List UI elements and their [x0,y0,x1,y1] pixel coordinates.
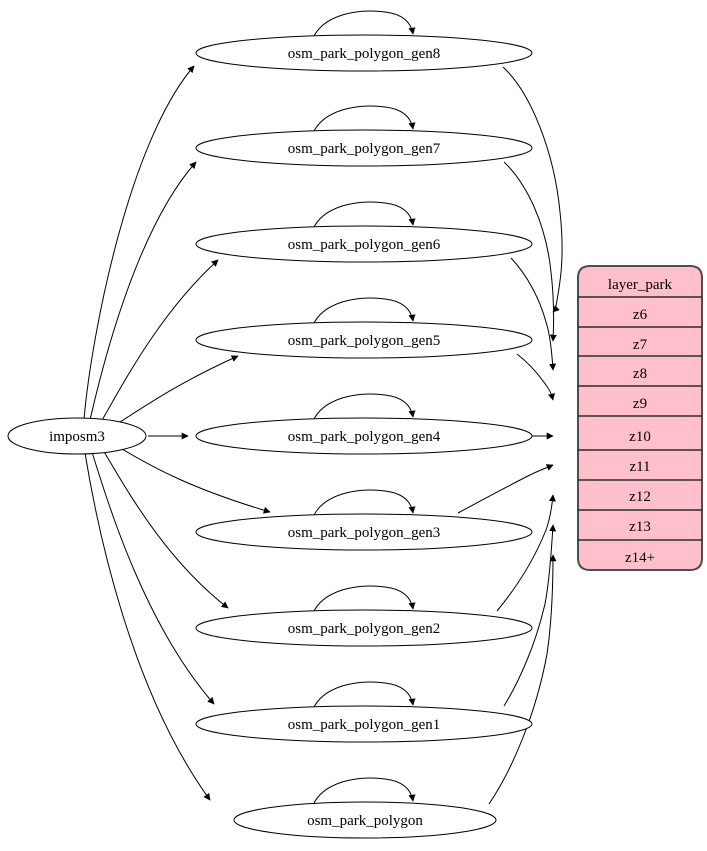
node-base[interactable]: osm_park_polygon [233,801,497,839]
layer-park-row-z8[interactable]: z8 [633,366,647,382]
edge-imposm3-to-gen1 [91,451,215,705]
node-gen3-label: osm_park_polygon_gen3 [288,525,440,541]
edge-imposm3-to-gen2 [102,449,229,609]
edge-gen6-to-z8 [510,257,557,371]
self-loops [312,10,416,806]
self-loop-gen7 [312,105,416,134]
layer-park-row-z7[interactable]: z7 [633,337,648,353]
self-loop-gen2 [312,585,416,614]
layer-park-row-z10[interactable]: z10 [629,429,651,445]
node-gen7[interactable]: osm_park_polygon_gen7 [195,129,533,167]
layer-park-row-z11[interactable]: z11 [629,459,650,475]
node-gen4-label: osm_park_polygon_gen4 [288,429,441,445]
layer-park-header-label: layer_park [608,277,673,293]
self-loop-gen1 [312,681,416,710]
node-base-label: osm_park_polygon [307,813,423,829]
self-loop-gen8 [312,10,416,39]
node-gen2-label: osm_park_polygon_gen2 [288,621,440,637]
self-loop-gen3 [312,489,416,518]
edges-from-imposm3 [83,65,271,801]
node-gen6[interactable]: osm_park_polygon_gen6 [195,225,533,263]
node-gen8-label: osm_park_polygon_gen8 [288,46,440,62]
node-gen3[interactable]: osm_park_polygon_gen3 [195,513,533,551]
node-gen8[interactable]: osm_park_polygon_gen8 [195,34,533,72]
node-gen5[interactable]: osm_park_polygon_gen5 [195,321,533,359]
self-loop-gen5 [312,297,416,326]
edge-gen7-to-z7 [503,161,557,342]
edge-imposm3-to-gen7 [89,161,197,421]
edge-imposm3-to-base [84,452,211,801]
node-gen6-label: osm_park_polygon_gen6 [288,237,441,253]
edge-imposm3-to-gen3 [121,448,271,514]
node-gen4[interactable]: osm_park_polygon_gen4 [195,417,533,455]
layer-park-row-z14plus[interactable]: z14+ [625,550,655,566]
node-gen1-label: osm_park_polygon_gen1 [288,717,440,733]
node-gen1[interactable]: osm_park_polygon_gen1 [195,705,533,743]
layer-park-table[interactable]: layer_park z6 z7 z8 z9 z10 z11 z12 z13 z… [577,265,703,571]
edge-imposm3-to-gen5 [116,355,239,425]
node-gen2[interactable]: osm_park_polygon_gen2 [195,609,533,647]
edge-gen8-to-z6 [502,66,563,313]
layer-park-row-z6[interactable]: z6 [633,307,648,323]
edge-gen1-to-z13 [503,524,557,707]
node-gen7-label: osm_park_polygon_gen7 [288,141,441,157]
node-imposm3[interactable]: imposm3 [7,417,147,455]
edge-imposm3-to-gen6 [100,259,219,423]
node-imposm3-label: imposm3 [49,429,105,445]
layer-park-row-z13[interactable]: z13 [629,519,651,535]
edge-gen3-to-z11 [457,464,554,514]
layer-park-body [577,265,703,571]
self-loop-base [312,777,416,806]
edge-gen2-to-z12 [496,494,556,612]
edge-gen5-to-z9 [516,353,555,401]
edge-imposm3-to-gen8 [83,65,195,420]
self-loop-gen4 [312,393,416,422]
layer-park-row-z9[interactable]: z9 [633,396,647,412]
layer-park-row-z12[interactable]: z12 [629,489,651,505]
node-gen5-label: osm_park_polygon_gen5 [288,333,440,349]
edge-base-to-z14 [488,554,557,805]
self-loop-gen6 [312,201,416,230]
edges-to-layer-park [457,66,563,805]
